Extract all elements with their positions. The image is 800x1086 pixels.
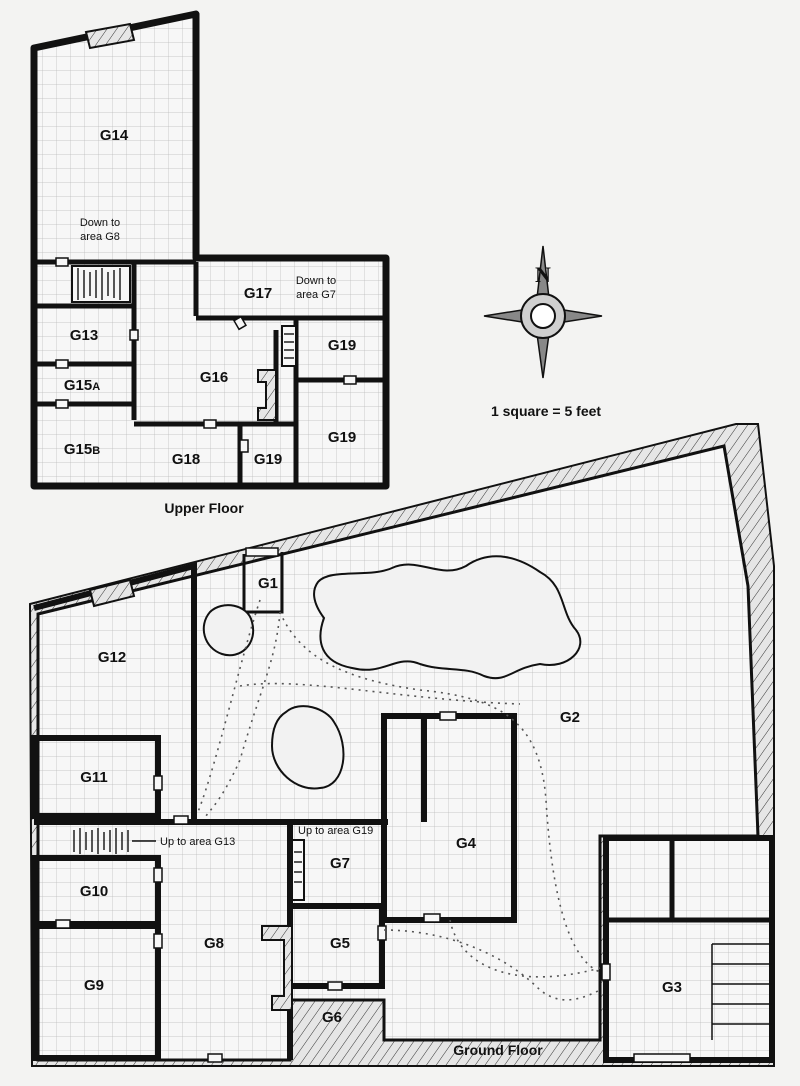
note-down-g8-line2: area G8 <box>80 231 120 243</box>
note-down-g8-line1: Down to <box>80 217 120 229</box>
pond-center <box>270 705 345 790</box>
note-down-g7-line1: Down to <box>296 275 336 287</box>
stairs-g3[interactable] <box>711 943 772 1040</box>
room-label-g2: G2 <box>560 709 580 726</box>
stairs-up-g13[interactable] <box>73 828 156 854</box>
scale-text: 1 square = 5 feet <box>491 403 601 419</box>
stairs-up-g19[interactable] <box>291 839 305 901</box>
compass-south-point <box>536 333 550 379</box>
room-label-g19-south: G19 <box>254 451 282 468</box>
room-label-g10: G10 <box>80 883 108 900</box>
ground-fireplace <box>261 925 293 1011</box>
building-g3 <box>603 835 775 1063</box>
room-label-g15b: G15B <box>64 441 100 458</box>
room-label-g15a: G15A <box>64 377 100 394</box>
room-label-g13: G13 <box>70 327 98 344</box>
room-label-g14: G14 <box>100 127 129 144</box>
ground-doors[interactable] <box>55 547 691 1063</box>
upper-floor-area <box>30 10 390 490</box>
stairs-down-g8[interactable] <box>71 265 131 303</box>
gate-g1-walls <box>242 552 284 614</box>
caption-upper-floor: Upper Floor <box>164 500 244 516</box>
note-down-g7-line2: area G7 <box>296 289 336 301</box>
room-label-g7: G7 <box>330 855 350 872</box>
caption-ground-floor: Ground Floor <box>453 1042 543 1058</box>
room-label-g9: G9 <box>84 977 104 994</box>
upper-doors[interactable] <box>55 257 357 453</box>
upper-fireplace <box>257 369 277 421</box>
note-up-g13: Up to area G13 <box>160 836 235 848</box>
ground-floor: G1 G2 G3 G4 G5 G6 G7 G8 G9 G10 G11 G12 U… <box>28 423 775 1067</box>
room-label-g11: G11 <box>80 769 108 786</box>
room-label-g4: G4 <box>456 835 477 852</box>
upper-floor: G14 G13 G15A G15B G16 G17 G18 G19 G19 G1… <box>30 10 390 516</box>
dotted-paths <box>197 599 601 1001</box>
compass-west-point <box>483 309 523 323</box>
room-label-g5: G5 <box>330 935 350 952</box>
compass-letter: N <box>535 262 551 287</box>
compass-center <box>530 303 556 329</box>
room-label-g16: G16 <box>200 369 228 386</box>
courtyard-floor <box>36 444 760 1062</box>
upper-chimney <box>84 22 136 50</box>
room-label-g19-north: G19 <box>328 337 356 354</box>
room-label-g18: G18 <box>172 451 200 468</box>
room-label-g3: G3 <box>662 979 682 996</box>
pond-large <box>313 555 582 680</box>
ground-chimney <box>88 578 136 608</box>
room-label-g17: G17 <box>244 285 272 302</box>
compass-east-point <box>563 309 603 323</box>
room-label-g19-east: G19 <box>328 429 356 446</box>
note-up-g19: Up to area G19 <box>298 825 373 837</box>
room-label-g6: G6 <box>322 1009 342 1026</box>
room-label-g1: G1 <box>258 575 278 592</box>
stairs-down-g7[interactable] <box>281 325 297 367</box>
room-label-g8: G8 <box>204 935 224 952</box>
compass-rose: N <box>483 245 603 379</box>
room-label-g12: G12 <box>98 649 126 666</box>
